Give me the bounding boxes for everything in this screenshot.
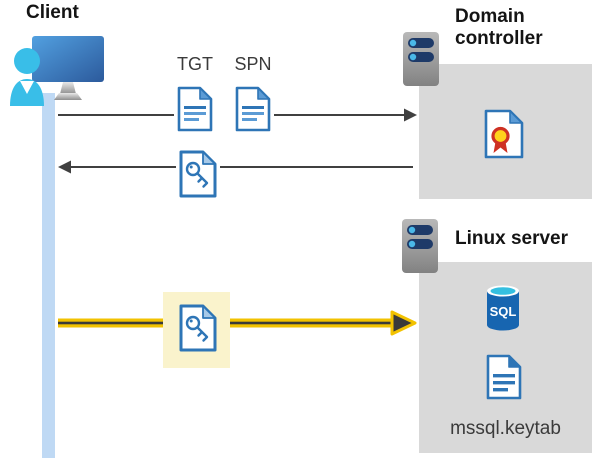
- linux-server-icon: [402, 219, 438, 273]
- certificate-document-icon: [484, 109, 524, 159]
- key-document-highlighted-icon: [179, 304, 217, 352]
- tgt-label: TGT: [177, 54, 213, 74]
- tgt-spn-request-arrow: [58, 108, 417, 122]
- client-label: Client: [26, 2, 79, 23]
- spn-label: SPN: [234, 54, 272, 74]
- domain-controller-label: Domain controller: [455, 6, 543, 50]
- sql-database-icon: SQL: [487, 285, 519, 331]
- domain-controller-server-icon: [403, 32, 439, 86]
- left-arrowhead-icon: [58, 160, 71, 174]
- keytab-filename-label: mssql.keytab: [450, 418, 561, 439]
- key-document-icon: [179, 150, 217, 198]
- right-arrowhead-icon: [404, 108, 417, 122]
- tgt-document-icon: [177, 86, 213, 132]
- sql-connection-arrow: [58, 310, 417, 336]
- client-user-computer-icon: [10, 36, 104, 106]
- spn-document-icon: [235, 86, 271, 132]
- client-lifeline: [42, 93, 55, 458]
- sql-icon-text: SQL: [490, 304, 517, 319]
- keytab-document-icon: [486, 354, 522, 400]
- yellow-arrowhead-icon: [390, 310, 417, 336]
- linux-server-label: Linux server: [455, 228, 568, 249]
- ticket-return-arrow: [58, 160, 413, 174]
